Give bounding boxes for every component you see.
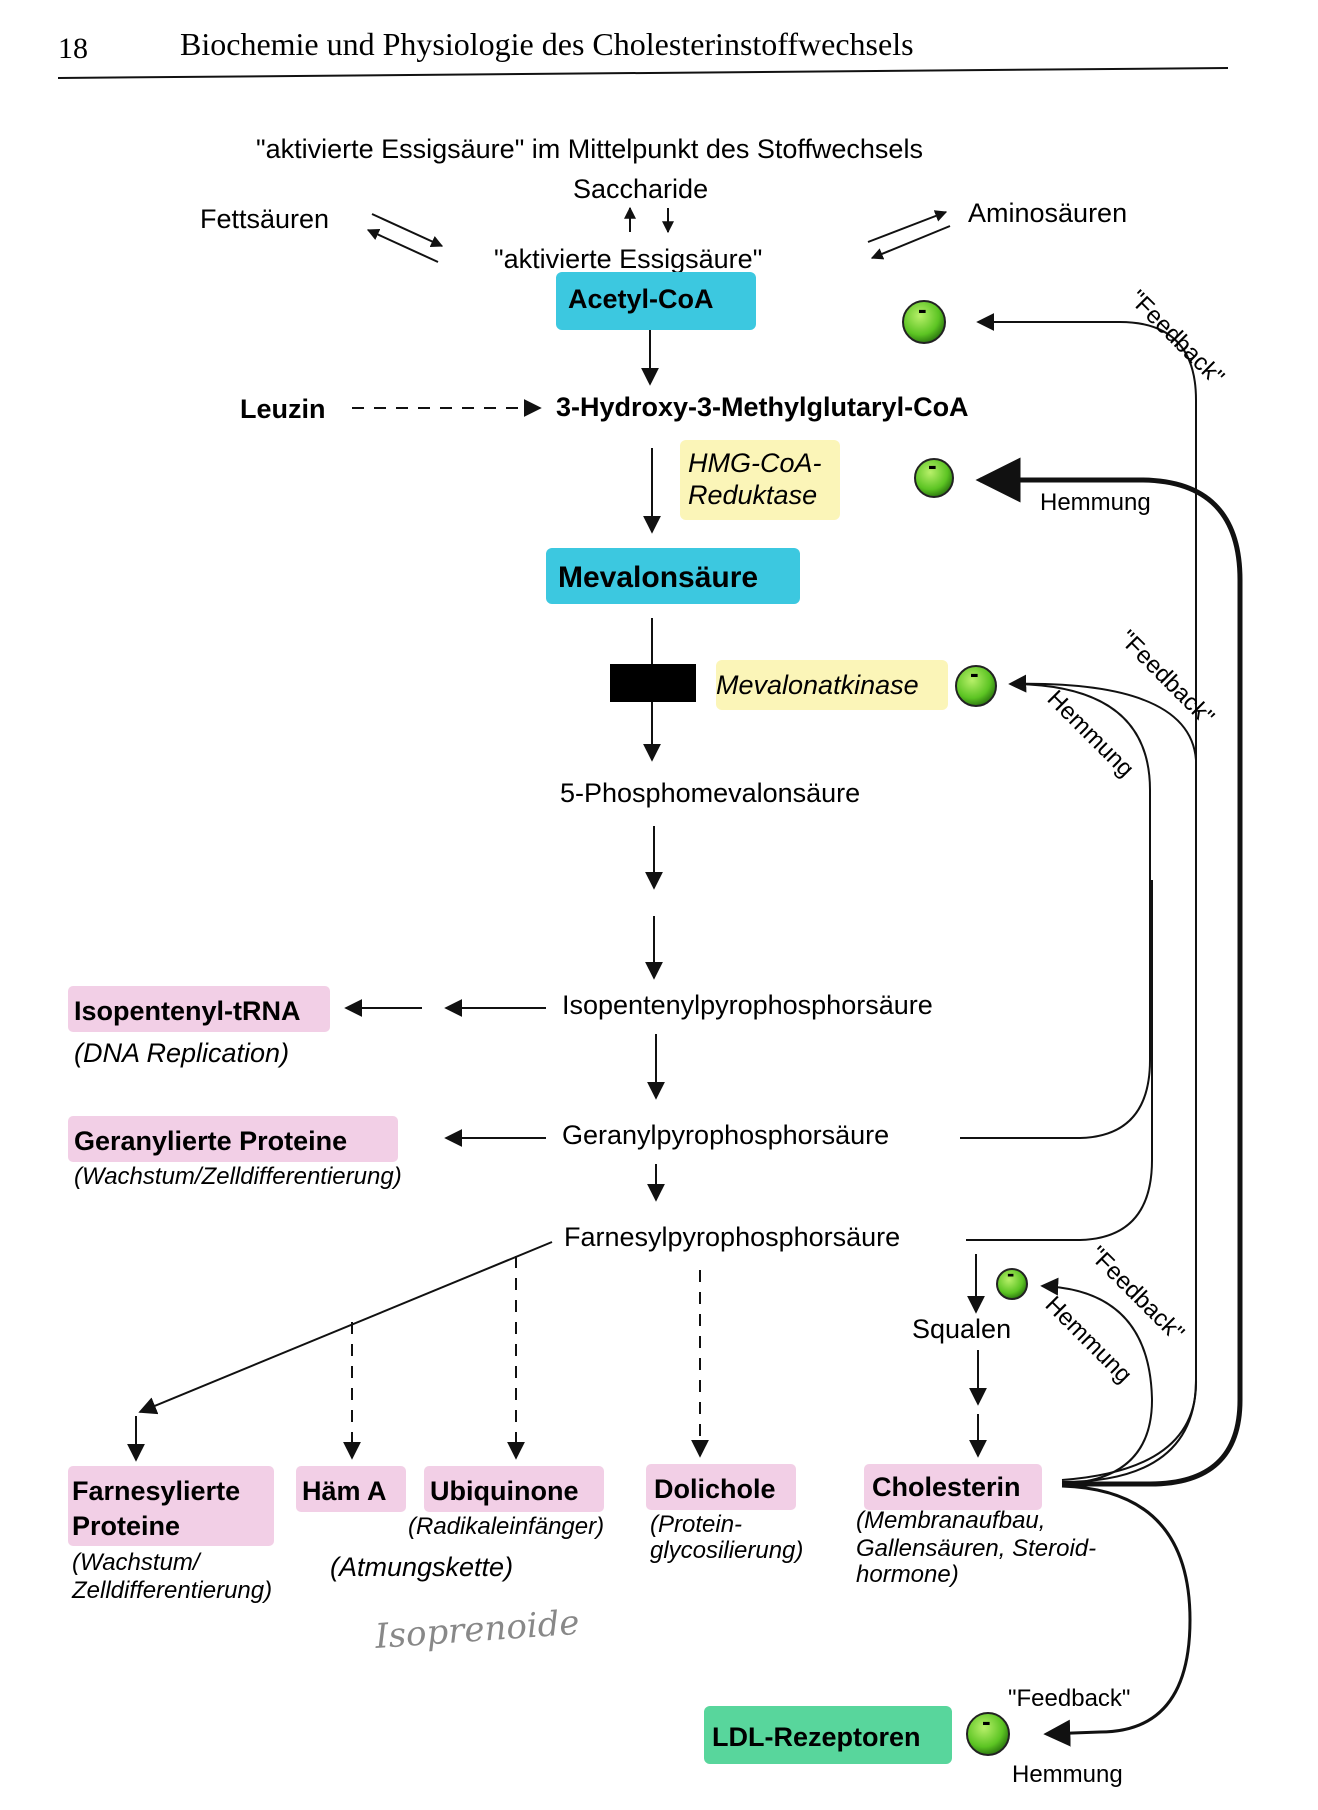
hmg-reductase-hemmung-loop [975,457,1243,1487]
leuzin-label: Leuzin [240,394,326,424]
diagram-heading: "aktivierte Essigsäure" im Mittelpunkt d… [256,134,923,164]
inhibition-ldl: - [966,1706,1010,1756]
cholesterin-note-line1: (Membranaufbau, [856,1507,1045,1534]
mevalonatkinase-highlight [716,660,948,710]
cholesterin-note-line3: hormone) [856,1561,959,1588]
ubiquinone-label: Ubiquinone [430,1476,578,1506]
fettsaeuren-forward-arrow [371,213,444,247]
hemmung-label-4: Hemmung [1012,1761,1123,1788]
farnesylierte-label-line2: Proteine [72,1511,180,1541]
mevalonsaeure-label: Mevalonsäure [558,561,758,594]
dolichole-highlight [646,1464,796,1510]
geranyl-hemmung-line [960,683,1151,1139]
aminosaeuren-forward-arrow [867,210,948,243]
fettsaeuren-back-arrow [366,229,439,263]
dolichole-note-line1: (Protein- [650,1511,742,1538]
squalen-feedback-loop [1040,1277,1154,1485]
mevalonatkinase-label: Mevalonatkinase [716,670,919,700]
svg-text:-: - [1007,1261,1014,1286]
svg-text:-: - [928,450,937,480]
geranylierte-proteine-label: Geranylierte Proteine [74,1126,347,1156]
haem-highlight [296,1466,406,1512]
isopentenylpyrophosphorsaeure-label: Isopentenylpyrophosphorsäure [562,990,933,1020]
farnesylierte-note-line1: (Wachstum/ [72,1549,202,1576]
acetyl-coa-highlight [556,272,756,330]
mevalonsaeure-highlight [546,548,800,604]
mevalonatkinase-block [610,664,696,702]
ldl-rezeptoren-label: LDL-Rezeptoren [712,1722,921,1752]
ldl-highlight [704,1706,952,1764]
ubiquinone-highlight [424,1466,604,1512]
trna-note: (DNA Replication) [74,1038,289,1068]
svg-text:-: - [918,294,927,324]
inhibition-reductase: - [914,450,954,498]
haem-label: Häm A [302,1476,387,1506]
reductase-label-line1: HMG-CoA- [688,448,822,478]
header-rule [57,67,1229,79]
dolichole-note-line2: glycosilierung) [650,1537,803,1564]
haem-note: (Atmungskette) [330,1552,513,1582]
cholesterin-label: Cholesterin [872,1472,1021,1502]
cholesterin-note-line2: Gallensäuren, Steroid- [856,1535,1096,1562]
reductase-label-line2: Reduktase [688,480,817,510]
aktivierte-essigsaeure-label: "aktivierte Essigsäure" [494,244,762,274]
aminosaeuren-label: Aminosäuren [968,198,1127,228]
geranylpyrophosphorsaeure-label: Geranylpyrophosphorsäure [562,1120,889,1150]
mevalonatkinase-feedback-loop [1008,674,1198,1481]
inhibition-mevalonatkinase: - [955,658,997,707]
farnesylierte-label-line1: Farnesylierte [72,1476,240,1506]
svg-text:-: - [970,658,979,688]
fettsaeuren-label: Fettsäuren [200,204,329,234]
hemmung-label-3: Hemmung [1040,1291,1137,1388]
feedback-label-1: "Feedback" [1124,285,1230,391]
farnesylierte-note-line2: Zelldifferentierung) [71,1577,272,1604]
farnesyl-to-farnesylierte-arrow [138,1241,553,1415]
reductase-highlight [680,440,840,520]
isopentenyl-trna-label: Isopentenyl-tRNA [74,996,301,1026]
farnesylierte-highlight [68,1466,274,1546]
acetyl-coa-label: Acetyl-CoA [568,284,714,314]
squalen-label: Squalen [912,1314,1011,1344]
farnesylpyrophosphorsaeure-label: Farnesylpyrophosphorsäure [564,1222,900,1252]
hemmung-label-1: Hemmung [1040,489,1151,516]
ubiquinone-note: (Radikaleinfänger) [408,1513,604,1540]
hemmung-label-2: Hemmung [1042,685,1139,782]
feedback-label-2: "Feedback" [1114,625,1220,731]
page-title: Biochemie und Physiologie des Cholesteri… [180,26,914,62]
trna-highlight [68,986,330,1032]
dolichole-label: Dolichole [654,1474,776,1504]
handwritten-note: Isoprenoide [373,1603,581,1657]
saccharide-label: Saccharide [573,174,708,204]
inhibition-squalen: - [996,1261,1028,1300]
inhibition-acetyl: - [902,294,946,344]
phosphomevalonsaeure-label: 5-Phosphomevalonsäure [560,778,860,808]
geranylierte-highlight [68,1116,398,1162]
cholesterin-highlight [864,1464,1042,1510]
geranylierte-note: (Wachstum/Zelldifferentierung) [74,1163,402,1190]
svg-text:-: - [982,1706,991,1736]
aminosaeuren-back-arrow [870,225,951,260]
feedback-label-4: "Feedback" [1008,1685,1130,1712]
page-number: 18 [58,32,88,65]
ldl-feedback-loop [1043,1484,1192,1747]
farnesyl-hemmung-line [966,880,1153,1241]
hmg-coa-label: 3-Hydroxy-3-Methylglutaryl-CoA [556,392,969,422]
